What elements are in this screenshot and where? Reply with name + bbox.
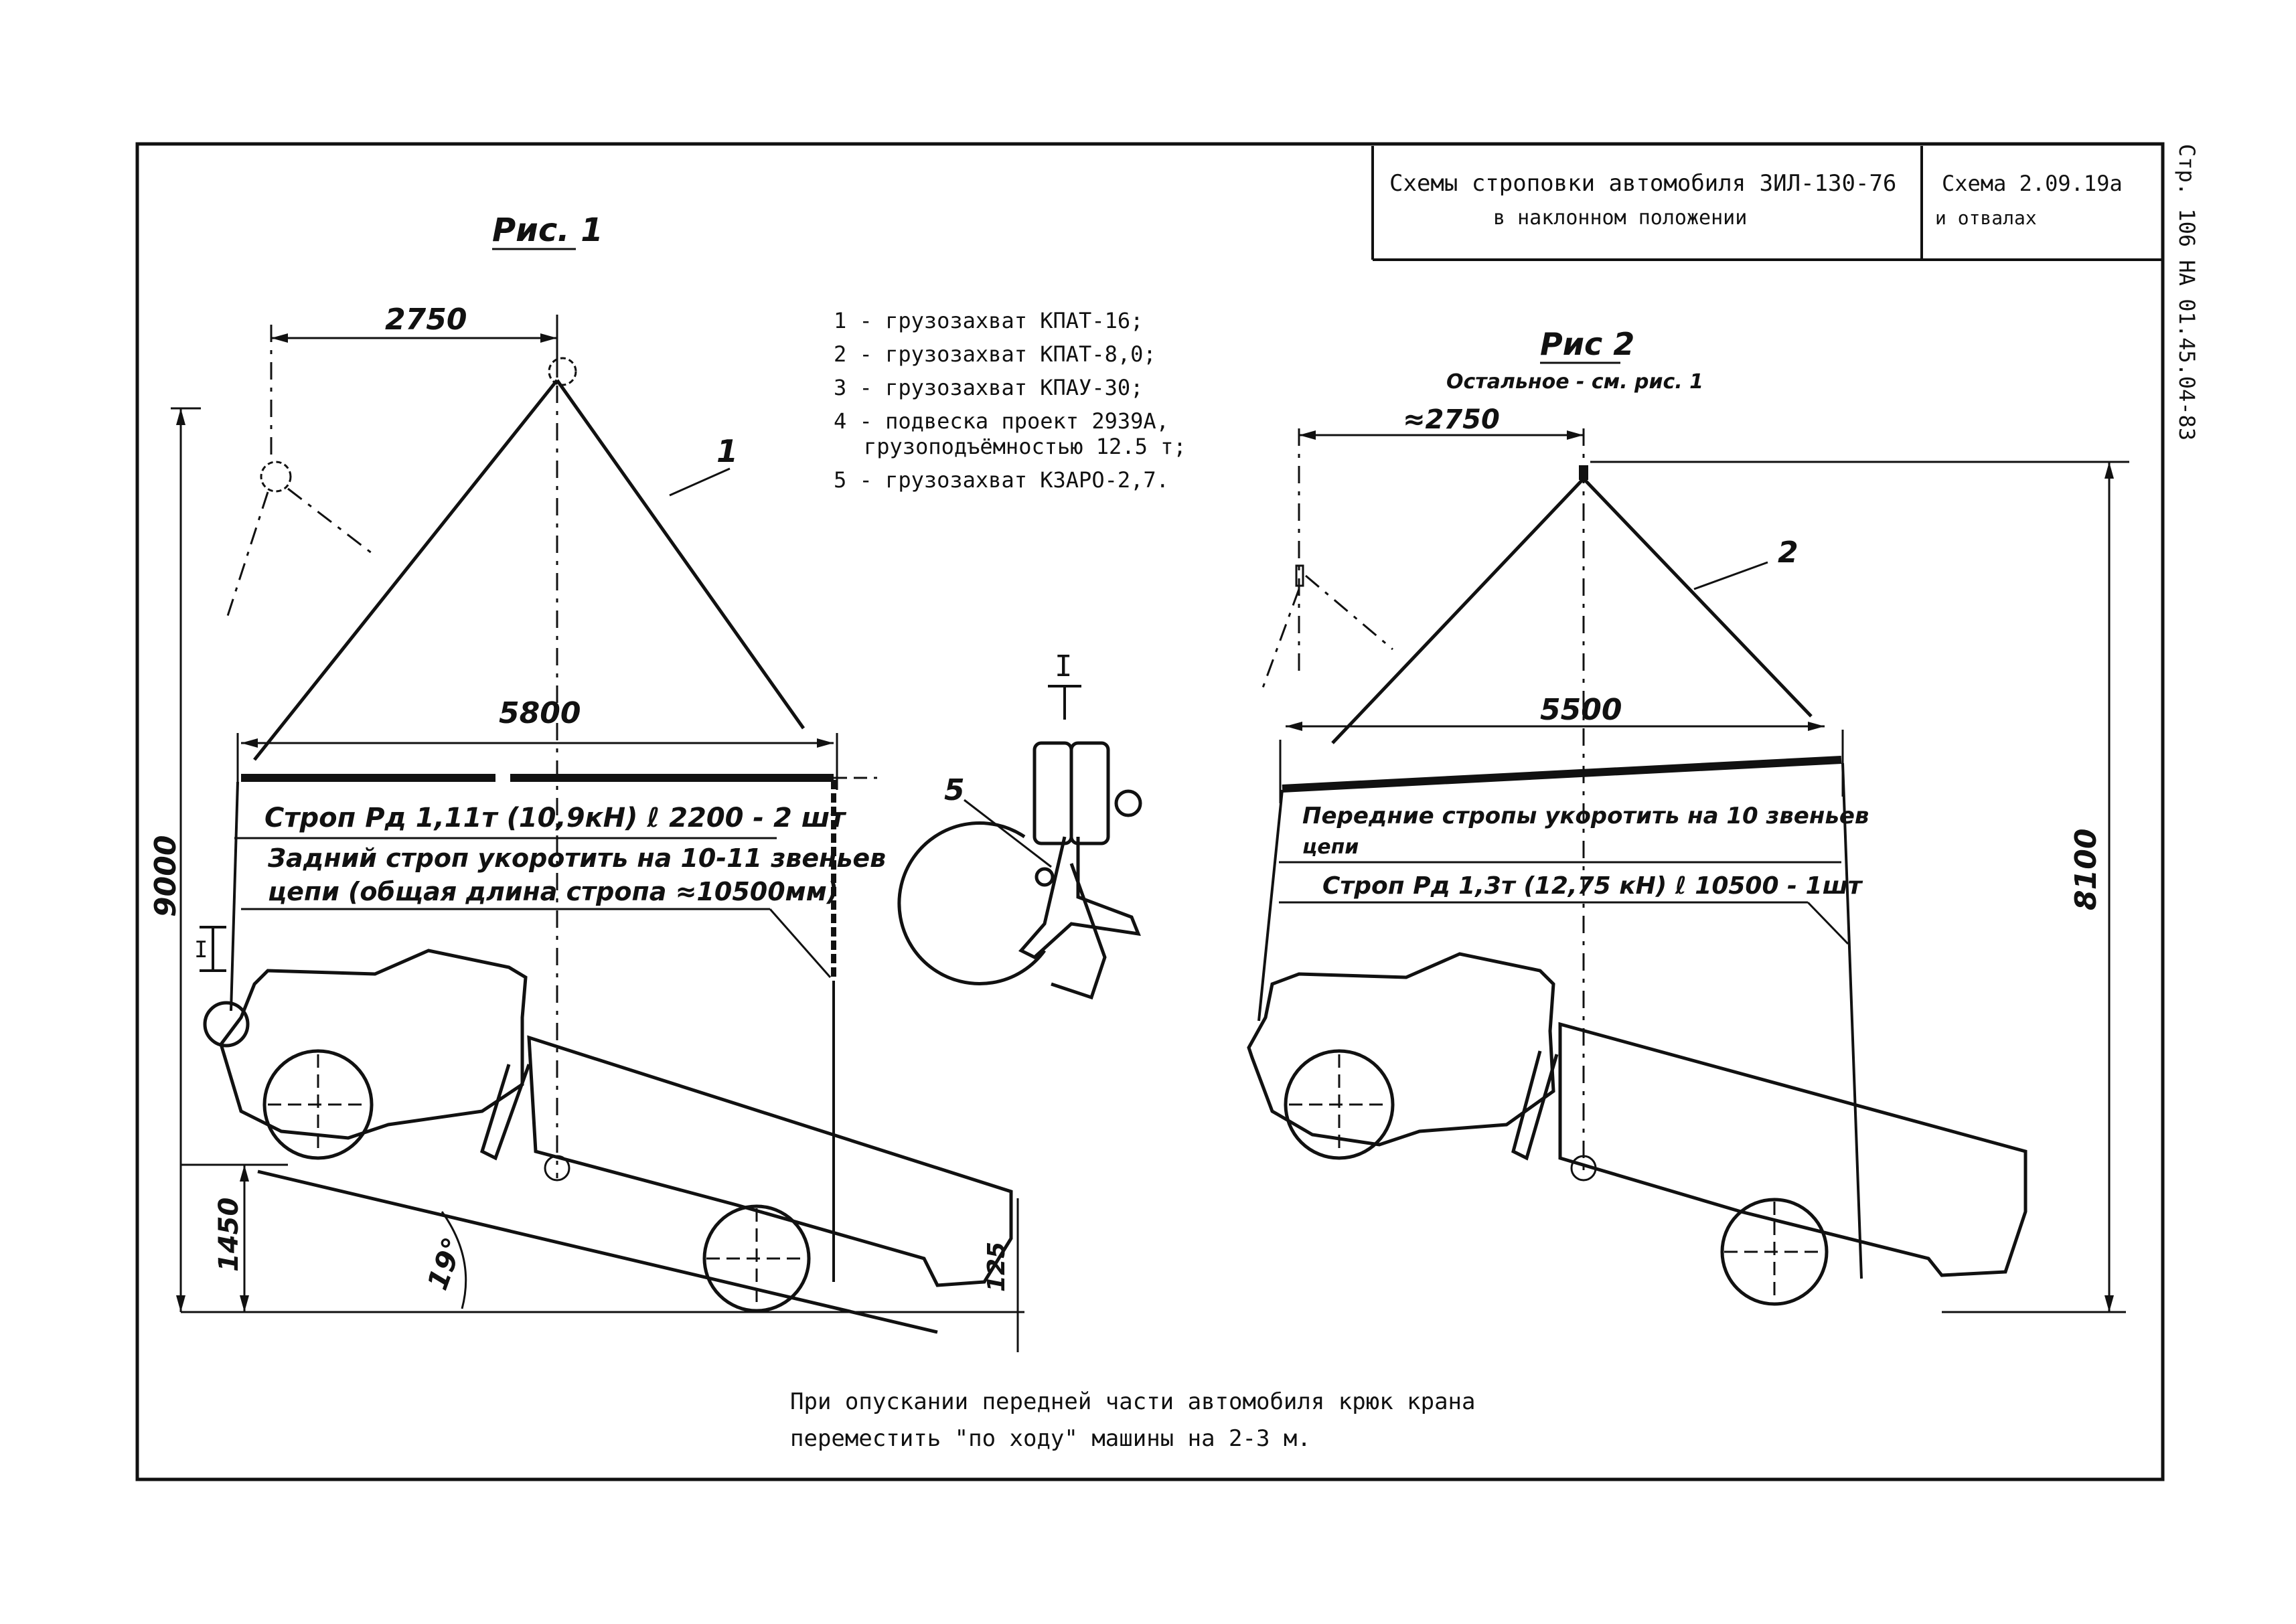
fig2-sublabel: Остальное - см. рис. 1 [1446, 370, 1703, 394]
title-line2: в наклонном положении [1493, 206, 1747, 230]
fig1-dim-beam: 5800 [499, 696, 581, 730]
fig2-dim-height: 8100 [2069, 829, 2103, 910]
fig1-dim-top: 2750 [385, 303, 467, 337]
fig1-note-line1: Строп Рд 1,11т (10,9кН) ℓ 2200 - 2 шт [264, 803, 847, 833]
legend: 1 - грузозахват КПАТ-16; 2 - грузозахват… [834, 308, 1187, 493]
sheet-frame [135, 142, 2165, 1481]
truck-fig1 [219, 949, 1013, 1313]
scheme-line2: и отвалах [1935, 207, 2037, 229]
fig1-note-line3: цепи (общая длина стропа ≈10500мм) [268, 877, 838, 906]
legend-line-2: 2 - грузозахват КПАТ-8,0; [834, 341, 1156, 367]
fig1-dim-125: 125 [983, 1242, 1010, 1292]
fig2-note-line1: Передние стропы укоротить на 10 звеньев [1302, 803, 1869, 829]
fig2-note-line2: цепи [1302, 835, 1359, 859]
scheme-line1: Схема 2.09.19а [1942, 171, 2123, 196]
truck-fig2 [1247, 952, 2027, 1306]
fig1-note-line2: Задний строп укоротить на 10-11 звеньев [267, 843, 886, 873]
detail-callout-5: 5 [944, 773, 965, 807]
legend-line-1: 1 - грузозахват КПАТ-16; [834, 308, 1143, 333]
figure-2: Рис 2 Остальное - см. рис. 1 ≈2750 2 550… [1247, 326, 2129, 1313]
detail-I: I 5 [897, 649, 1142, 1000]
fig1-callout-I: I [194, 937, 208, 963]
legend-line-3: 3 - грузозахват КПАУ-30; [834, 375, 1143, 400]
fig1-callout-1: 1 [716, 433, 738, 469]
legend-line-4: 4 - подвеска проект 2939А, [834, 408, 1169, 434]
legend-line-6: 5 - грузозахват КЗАРО-2,7. [834, 467, 1169, 493]
fig1-dim-low: 1450 [214, 1198, 244, 1272]
detail-label: I [1055, 649, 1073, 683]
fig1-angle: 19° [420, 1233, 469, 1294]
side-stamp: Стр. 106 НА 01.45.04-83 [2174, 144, 2200, 440]
fig1-label: Рис. 1 [492, 212, 603, 249]
fig1-dim-height: 9000 [149, 835, 183, 917]
title-line1: Схемы строповки автомобиля ЗИЛ-130-76 [1389, 170, 1896, 197]
fig2-dim-beam: 5500 [1540, 693, 1622, 727]
footer-note-line1: При опускании передней части автомобиля … [790, 1388, 1476, 1415]
footer-note-line2: переместить "по ходу" машины на 2-3 м. [790, 1425, 1311, 1452]
legend-line-5: грузоподъёмностью 12.5 т; [864, 434, 1187, 459]
fig2-note-line3: Строп Рд 1,3т (12,75 кН) ℓ 10500 - 1шт [1322, 872, 1863, 900]
fig2-callout-2: 2 [1778, 536, 1798, 570]
footer-note: При опускании передней части автомобиля … [790, 1388, 1476, 1452]
fig2-dim-top: ≈2750 [1403, 404, 1500, 435]
fig2-label: Рис 2 [1540, 326, 1634, 362]
title-block: Схемы строповки автомобиля ЗИЛ-130-76 в … [1371, 144, 2200, 440]
figure-1: Рис. 1 2750 1 5800 [149, 212, 1024, 1352]
